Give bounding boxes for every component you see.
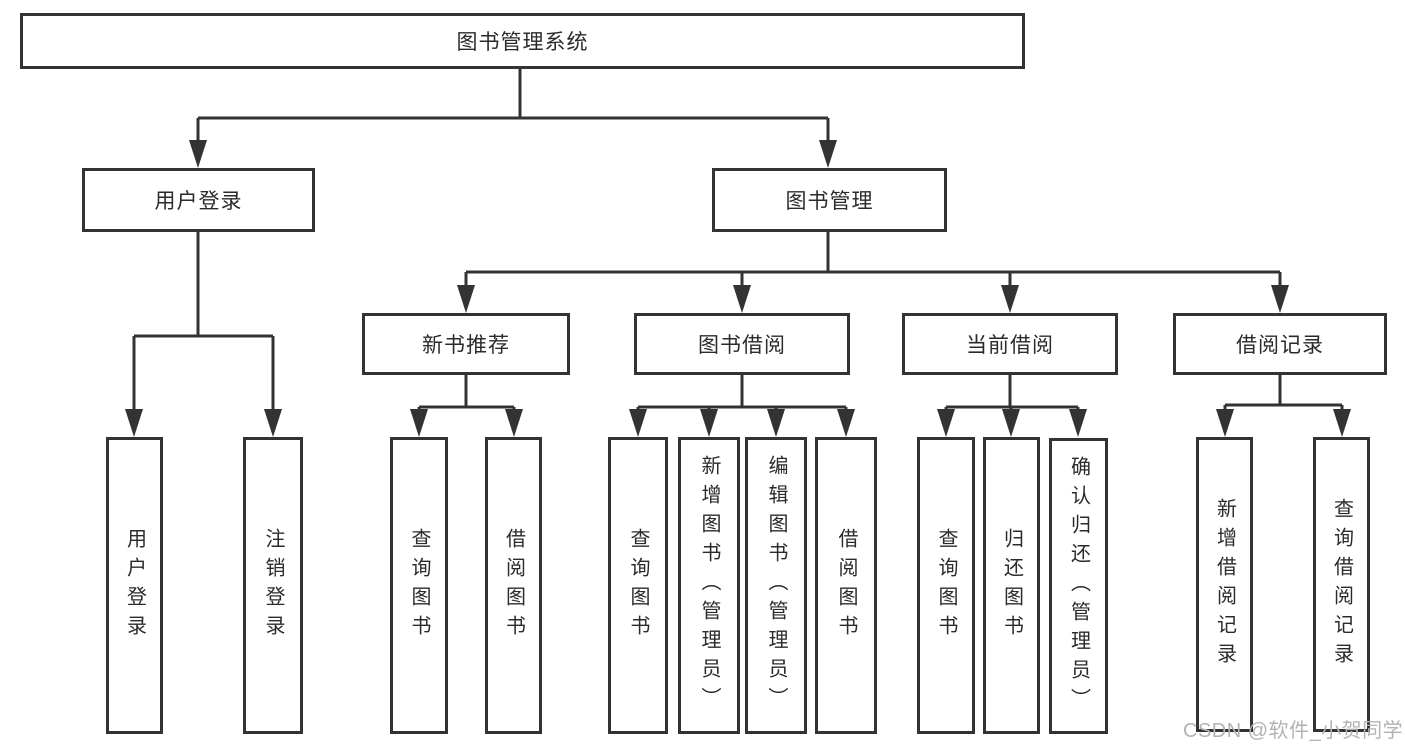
branch-book-borrow-label: 图书借阅 (698, 334, 786, 357)
leaf-logout-label: 注销登录 (262, 527, 284, 644)
leaf-logout: 注销登录 (243, 437, 303, 734)
branch-user-login: 用户登录 (82, 168, 315, 232)
branch-book-borrow: 图书借阅 (634, 313, 850, 375)
leaf-query-books-current: 查询图书 (917, 437, 975, 734)
leaf-edit-book-admin-label: 编辑图书（管理员） (765, 455, 787, 716)
leaf-query-books-recommend: 查询图书 (390, 437, 448, 734)
leaf-add-borrow-record: 新增借阅记录 (1196, 437, 1253, 732)
leaf-confirm-return-admin: 确认归还（管理员） (1049, 438, 1108, 734)
branch-book-management-label: 图书管理 (785, 190, 874, 213)
leaf-query-books-current-label: 查询图书 (935, 527, 957, 644)
branch-current-borrow-label: 当前借阅 (966, 334, 1054, 357)
leaf-add-book-admin-label: 新增图书（管理员） (698, 455, 720, 716)
leaf-user-login: 用户登录 (106, 437, 163, 734)
branch-user-login-label: 用户登录 (154, 190, 243, 213)
leaf-query-books-borrow-label: 查询图书 (627, 527, 649, 644)
csdn-watermark: CSDN @软件_小贺同学 (1183, 720, 1404, 742)
leaf-query-books-recommend-label: 查询图书 (408, 527, 430, 644)
leaf-query-borrow-record: 查询借阅记录 (1313, 437, 1370, 732)
leaf-add-borrow-record-label: 新增借阅记录 (1213, 497, 1236, 672)
leaf-query-borrow-record-label: 查询借阅记录 (1330, 497, 1353, 672)
leaf-borrow-books-borrow: 借阅图书 (815, 437, 877, 734)
leaf-confirm-return-admin-label: 确认归还（管理员） (1067, 455, 1090, 717)
leaf-return-books: 归还图书 (983, 437, 1040, 734)
arrowheads (125, 140, 1351, 437)
root-node-library-management-system: 图书管理系统 (20, 13, 1025, 69)
leaf-edit-book-admin: 编辑图书（管理员） (745, 437, 807, 734)
leaf-borrow-books-borrow-label: 借阅图书 (835, 527, 857, 644)
leaf-return-books-label: 归还图书 (1000, 527, 1023, 644)
branch-borrow-records-label: 借阅记录 (1236, 334, 1324, 357)
branch-new-book-recommend-label: 新书推荐 (422, 334, 510, 357)
branch-new-book-recommend: 新书推荐 (362, 313, 570, 375)
leaf-add-book-admin: 新增图书（管理员） (678, 437, 740, 734)
leaf-borrow-books-recommend: 借阅图书 (485, 437, 542, 734)
leaf-query-books-borrow: 查询图书 (608, 437, 668, 734)
branch-borrow-records: 借阅记录 (1173, 313, 1387, 375)
leaf-borrow-books-recommend-label: 借阅图书 (502, 527, 525, 644)
root-node-label: 图书管理系统 (456, 31, 589, 54)
branch-current-borrow: 当前借阅 (902, 313, 1118, 375)
leaf-user-login-label: 用户登录 (123, 527, 146, 644)
branch-book-management: 图书管理 (712, 168, 947, 232)
